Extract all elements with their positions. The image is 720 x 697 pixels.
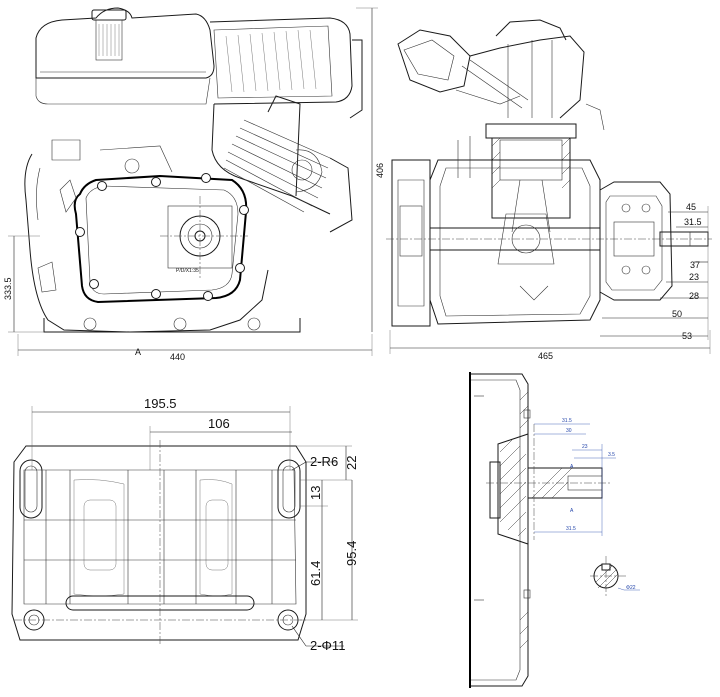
cover-dims xyxy=(534,423,616,536)
engine-side-section-view: 465 45 31.5 23 37 28 50 53 xyxy=(386,19,712,361)
keyway-section: Φ22 xyxy=(590,556,640,596)
cover-dim-30: 30 xyxy=(566,428,572,434)
dim-406: 406 xyxy=(356,7,385,332)
dim-406-text: 406 xyxy=(375,163,385,178)
dim-37: 37 xyxy=(690,260,700,270)
dim-106: 106 xyxy=(149,416,292,470)
dim-50: 50 xyxy=(672,309,682,319)
dim-95-4-text: 95.4 xyxy=(344,541,359,566)
dim-23: 23 xyxy=(689,272,699,282)
dim-195-5: 195.5 xyxy=(31,396,291,470)
dim-440: 440 A xyxy=(17,334,373,362)
dim-22: 22 xyxy=(296,445,359,481)
section-mark-a-bottom: A xyxy=(570,508,574,514)
dim-2-r6-text: 2-R6 xyxy=(310,454,338,469)
dim-106-text: 106 xyxy=(208,416,230,431)
dim-61-4: 61.4 xyxy=(308,506,323,620)
section-mark-a-front: A xyxy=(135,347,141,357)
cover-dim-3-5: 3.5 xyxy=(608,452,615,458)
dim-13-text: 13 xyxy=(308,486,323,500)
engine-front-view: P/D/X1:35 440 A 406 333.5 xyxy=(3,7,385,362)
dim-465: 465 xyxy=(389,330,711,361)
base-plate-view: 195.5 106 2-R6 22 13 95.4 xyxy=(11,396,359,653)
dim-2-r6: 2-R6 xyxy=(291,454,338,471)
dim-61-4-text: 61.4 xyxy=(308,561,323,586)
dim-95-4: 95.4 xyxy=(300,480,359,621)
dim-28: 28 xyxy=(689,291,699,301)
dim-333-5-text: 333.5 xyxy=(3,277,13,300)
dim-2-d11: 2-Φ11 xyxy=(291,625,345,653)
keyway-dim-d22: Φ22 xyxy=(626,585,636,591)
dim-465-text: 465 xyxy=(538,351,553,361)
section-mark-a-top: A xyxy=(570,464,574,470)
dim-440-text: 440 xyxy=(170,352,185,362)
dim-2-d11-text: 2-Φ11 xyxy=(310,638,345,653)
dim-53: 53 xyxy=(682,331,692,341)
side-right-dims: 45 31.5 23 37 28 50 53 xyxy=(600,202,709,341)
dim-31-5: 31.5 xyxy=(684,217,702,227)
dim-333-5: 333.5 xyxy=(3,235,44,333)
cover-section-view: 31.5 30 23 3.5 31.5 A A Φ22 xyxy=(469,372,640,688)
dim-22-text: 22 xyxy=(344,456,359,470)
cover-dim-23: 23 xyxy=(582,444,588,450)
plate-label: P/D/X1:35 xyxy=(176,268,199,274)
dim-13: 13 xyxy=(300,480,328,507)
cover-dim-31-5-top: 31.5 xyxy=(562,418,572,424)
dim-195-5-text: 195.5 xyxy=(144,396,177,411)
cover-dim-31-5-bot: 31.5 xyxy=(566,526,576,532)
dim-45: 45 xyxy=(686,202,696,212)
